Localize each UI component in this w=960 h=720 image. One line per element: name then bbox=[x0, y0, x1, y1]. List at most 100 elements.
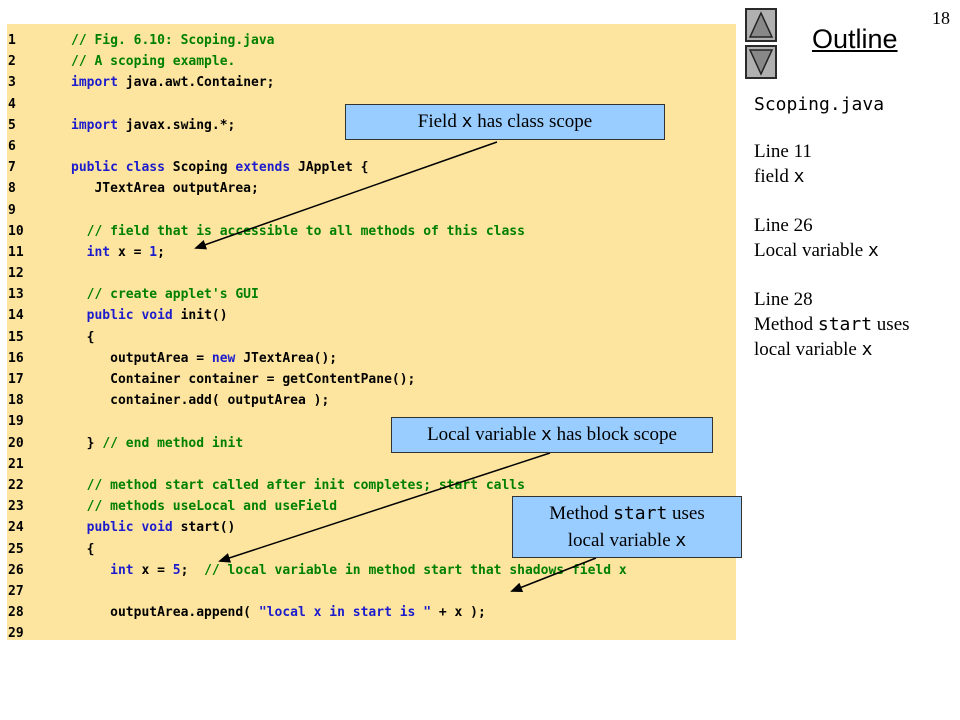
callout-class-scope: Field x has class scope bbox=[345, 104, 665, 140]
code-token: int bbox=[110, 562, 134, 578]
line-number: 19 bbox=[8, 414, 24, 430]
code-token: outputArea = bbox=[71, 350, 212, 366]
code-token: // method start called after init comple… bbox=[71, 477, 525, 493]
code-token: "local x in start is " bbox=[258, 605, 432, 621]
line-number: 20 bbox=[8, 435, 24, 451]
arrow-method-start bbox=[510, 557, 597, 592]
note-line-label: Line 28 bbox=[754, 289, 813, 310]
note-desc: field x bbox=[754, 164, 954, 189]
line-number: 22 bbox=[8, 477, 24, 493]
note-desc: Method start uses bbox=[754, 312, 954, 337]
callout-code: x bbox=[541, 424, 552, 445]
arrow-block-scope bbox=[218, 452, 551, 563]
line-number: 24 bbox=[8, 520, 24, 536]
line-number: 8 bbox=[8, 181, 16, 197]
code-token: import bbox=[71, 117, 118, 133]
code-token: import bbox=[71, 75, 118, 91]
code-line: 18 container.add( outputArea ); bbox=[7, 390, 736, 411]
code-token: // end method init bbox=[102, 435, 244, 451]
code-line: 20 } // end method init bbox=[7, 433, 736, 454]
code-line: 9 bbox=[7, 200, 736, 221]
callout-line-2: local variable x bbox=[513, 527, 741, 554]
next-slide-button[interactable] bbox=[745, 45, 777, 79]
note-desc-code: x bbox=[861, 339, 873, 360]
code-text: container.add( outputArea ); bbox=[71, 390, 329, 411]
note-desc-code: start bbox=[817, 314, 873, 335]
code-line: 26 int x = 5; // local variable in metho… bbox=[7, 560, 736, 581]
line-number: 16 bbox=[8, 350, 24, 366]
line-number: 2 bbox=[8, 54, 16, 70]
line-number: 11 bbox=[8, 244, 24, 260]
code-token: public bbox=[71, 160, 118, 176]
code-text: public void init() bbox=[71, 305, 228, 326]
outline-link[interactable]: Outline bbox=[812, 24, 898, 54]
code-token: extends bbox=[235, 160, 291, 176]
code-token: 5 bbox=[172, 562, 181, 578]
code-token: // methods useLocal and useField bbox=[71, 499, 338, 515]
code-token: ; bbox=[157, 244, 165, 260]
line-number: 10 bbox=[8, 223, 24, 239]
code-token: // A scoping example. bbox=[71, 54, 236, 70]
file-name: Scoping.java bbox=[754, 94, 885, 115]
code-line: 4 bbox=[7, 94, 736, 115]
code-text: // create applet's GUI bbox=[71, 284, 259, 305]
slide-number: 18 bbox=[932, 8, 950, 28]
line-number: 1 bbox=[8, 33, 16, 48]
code-token: Scoping bbox=[164, 160, 236, 176]
code-text: Container container = getContentPane(); bbox=[71, 369, 415, 390]
code-token: { bbox=[71, 329, 95, 345]
code-token: container.add( outputArea ); bbox=[71, 393, 330, 409]
line-number: 6 bbox=[8, 138, 16, 154]
note-desc-text: Local variable bbox=[754, 240, 868, 261]
code-text: // A scoping example. bbox=[71, 51, 235, 72]
callout-text: has class scope bbox=[472, 111, 593, 132]
code-line: 14 public void init() bbox=[7, 305, 736, 326]
code-text: { bbox=[71, 327, 95, 348]
code-line: 22 // method start called after init com… bbox=[7, 475, 736, 496]
code-token: JTextArea outputArea; bbox=[71, 181, 259, 197]
code-line: 28 outputArea.append( "local x in start … bbox=[7, 602, 736, 623]
code-token: int bbox=[86, 244, 111, 260]
callout-line-1: Method start uses bbox=[513, 500, 741, 527]
line-number: 29 bbox=[8, 626, 24, 642]
code-text: outputArea.append( "local x in start is … bbox=[71, 602, 486, 623]
code-token: // create applet's GUI bbox=[71, 287, 259, 303]
line-number: 12 bbox=[8, 266, 24, 282]
code-line: 27 bbox=[7, 581, 736, 602]
note-desc-text: local variable bbox=[754, 339, 862, 360]
triangle-down-icon bbox=[748, 49, 774, 76]
code-text: // method start called after init comple… bbox=[71, 475, 525, 496]
code-token: JTextArea(); bbox=[235, 350, 338, 366]
code-text: outputArea = new JTextArea(); bbox=[71, 348, 337, 369]
note-line-label: Line 26 bbox=[754, 215, 813, 236]
previous-slide-button[interactable] bbox=[745, 8, 777, 42]
code-token: void bbox=[141, 308, 173, 324]
line-number: 5 bbox=[8, 117, 16, 133]
code-token: ; bbox=[180, 562, 205, 578]
callout-text: Field bbox=[417, 111, 462, 132]
callout-text: Method bbox=[549, 503, 614, 524]
code-text: import java.awt.Container; bbox=[71, 72, 275, 93]
code-token: x = bbox=[110, 244, 150, 260]
code-line: 12 bbox=[7, 263, 736, 284]
note-desc-code: x bbox=[867, 240, 879, 261]
code-token: java.awt.Container; bbox=[117, 75, 275, 91]
callout-text: Local variable bbox=[427, 424, 542, 445]
callout-text: uses bbox=[667, 503, 705, 524]
callout-method-start: Method start uses local variable x bbox=[512, 496, 742, 558]
note-line-26: Line 26 Local variable x bbox=[754, 213, 954, 263]
note-desc-text: uses bbox=[872, 314, 910, 335]
code-text: public void start() bbox=[71, 517, 236, 538]
code-token: x = bbox=[133, 562, 173, 578]
code-line: 2 // A scoping example. bbox=[7, 51, 736, 72]
code-token: Container container = getContentPane(); bbox=[71, 372, 416, 387]
note-desc-text: Method bbox=[754, 314, 818, 335]
code-token: } bbox=[71, 435, 103, 451]
note-line-28: Line 28 Method start uses local variable… bbox=[754, 287, 954, 362]
code-text: public class Scoping extends JApplet { bbox=[71, 157, 368, 178]
note-line-11: Line 11 field x bbox=[754, 139, 954, 189]
triangle-up-icon bbox=[748, 11, 774, 38]
